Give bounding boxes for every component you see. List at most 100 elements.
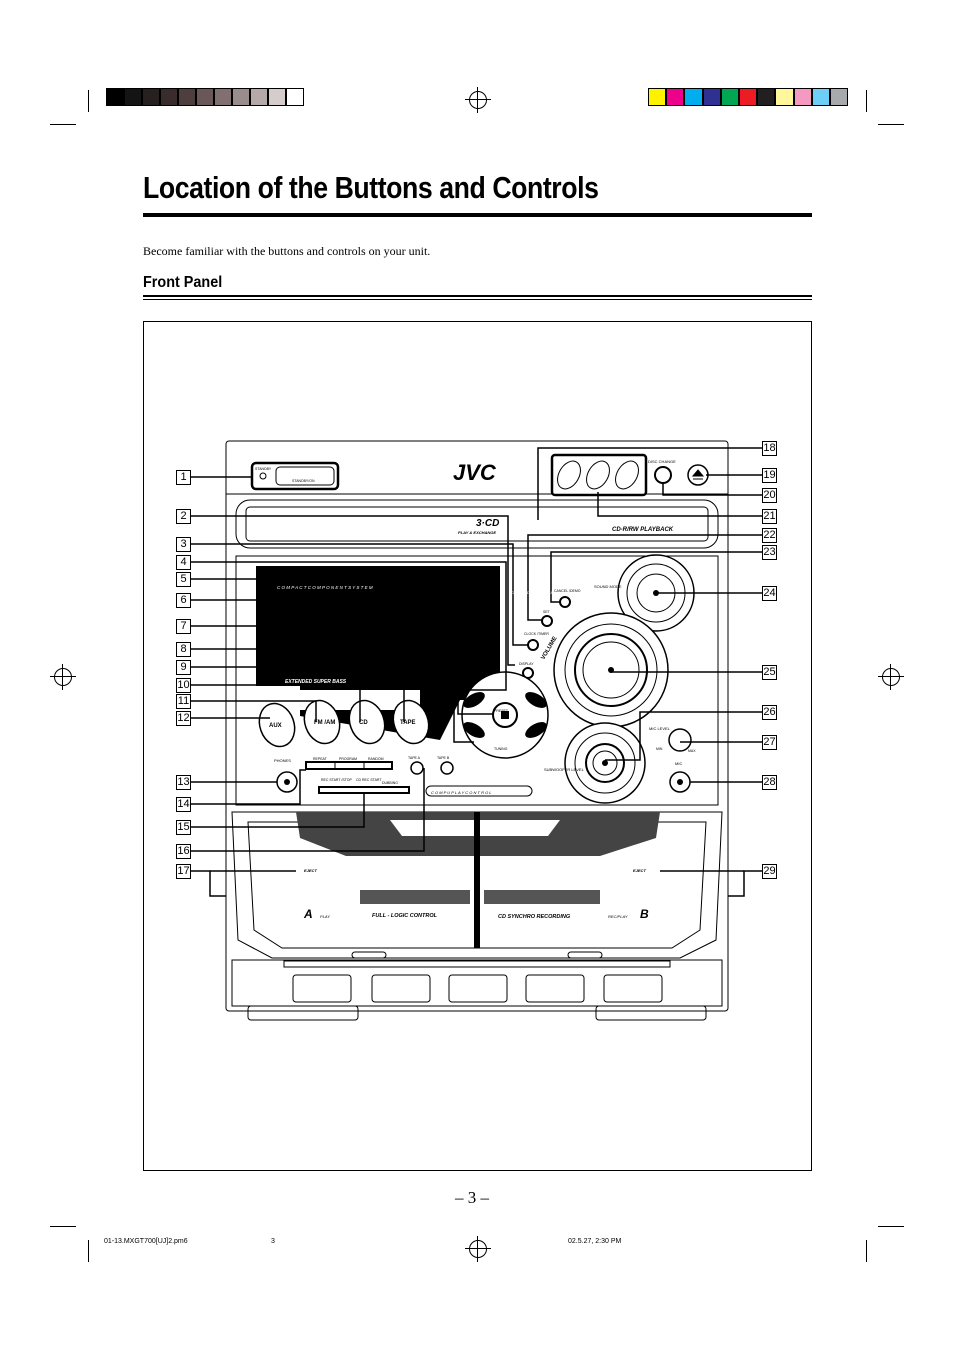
deck-a-play-label: PLAY	[320, 914, 330, 919]
crop-mark	[878, 124, 904, 125]
cabinet-outline	[225, 440, 729, 1012]
program-label: PROGRAM	[339, 757, 357, 761]
tape-b-button	[440, 761, 454, 775]
registration-mark	[465, 87, 491, 113]
display-label: DISPLAY	[519, 662, 534, 666]
clock-timer-label: CLOCK /TIMER	[524, 632, 549, 636]
callout-5: 5	[176, 572, 191, 587]
random-label: RANDOM	[368, 757, 384, 761]
stop-icon	[501, 711, 509, 719]
callout-7: 7	[176, 619, 191, 634]
rec-buttons	[318, 786, 410, 794]
disc-tray	[235, 499, 719, 549]
color-swatch	[830, 88, 849, 106]
callout-8: 8	[176, 642, 191, 657]
set-label: SET	[543, 610, 551, 614]
tuning-label: TUNING	[494, 747, 508, 751]
dubbing-label: DUBBING	[382, 781, 398, 785]
callout-10: 10	[176, 678, 191, 693]
callout-25: 25	[762, 665, 777, 680]
registration-mark	[50, 664, 76, 690]
tape-label: TAPE	[400, 720, 416, 726]
callout-11: 11	[176, 694, 191, 709]
color-swatch	[142, 88, 160, 106]
rec-start-stop-label: REC START /STOP	[321, 778, 353, 782]
cancel-demo-button	[559, 596, 571, 608]
color-swatch	[702, 88, 721, 106]
section-title: Front Panel	[143, 274, 223, 291]
crop-mark	[50, 124, 76, 125]
color-swatch	[286, 88, 304, 106]
cancel-demo-label: CANCEL /DEMO	[554, 589, 581, 593]
preset-label: PRESET	[494, 709, 509, 713]
aux-label: AUX	[269, 723, 282, 729]
disc-2-button	[586, 460, 610, 490]
cdrw-label: CD-R/RW PLAYBACK	[612, 527, 674, 533]
phones-label: PHONES	[274, 758, 291, 763]
callout-18: 18	[762, 441, 777, 456]
compu-play-strip	[425, 785, 533, 797]
callout-15: 15	[176, 820, 191, 835]
color-swatch	[124, 88, 142, 106]
intro-text: Become familiar with the buttons and con…	[143, 244, 431, 258]
footer-file: 01-13.MXGT700[UJ]2.pm6	[104, 1238, 188, 1245]
standby-label: STANDBY	[255, 467, 272, 471]
crop-mark	[866, 90, 867, 112]
color-swatch	[793, 88, 812, 106]
disc-1-button	[557, 460, 581, 490]
eject-a-label: EJECT	[304, 868, 317, 873]
tape-b-label: TAPE B	[437, 756, 450, 760]
full-logic-label: FULL - LOGIC CONTROL	[372, 913, 438, 919]
callout-13: 13	[176, 775, 191, 790]
callout-19: 19	[762, 468, 777, 483]
callout-28: 28	[762, 775, 777, 790]
tape-a-button	[410, 761, 424, 775]
aux-button	[258, 702, 296, 748]
callout-14: 14	[176, 797, 191, 812]
page-title: Location of the Buttons and Controls	[143, 170, 599, 205]
leader-lines	[190, 447, 762, 897]
repeat-program-random-buttons	[305, 761, 393, 770]
callout-6: 6	[176, 593, 191, 608]
disc-3-button	[615, 460, 639, 490]
three-cd-logo: 3·CD	[476, 518, 499, 529]
cd-synchro-label: CD SYNCHRO RECORDING	[498, 914, 571, 920]
cd-rec-start-label: CD REC START	[356, 778, 382, 782]
color-swatch	[106, 88, 124, 106]
color-swatch	[811, 88, 830, 106]
disc-change-label: DISC CHANGE	[648, 459, 676, 464]
set-button	[541, 615, 553, 627]
tape-a-label: TAPE A	[408, 756, 421, 760]
min-label: MIN	[656, 747, 663, 751]
color-swatch	[739, 88, 758, 106]
control-panel	[235, 555, 719, 806]
color-swatch	[160, 88, 178, 106]
clock-timer-button	[527, 639, 539, 651]
subwoofer-label: SUBWOOFER LEVEL	[544, 767, 585, 772]
rewind-button	[463, 722, 485, 738]
crop-mark	[878, 1226, 904, 1227]
compu-play-label: C O M P U P L A Y C O N T R O L	[431, 790, 492, 795]
color-swatch	[684, 88, 703, 106]
mic-label: MIC	[675, 761, 682, 766]
color-swatch	[666, 88, 685, 106]
section-rule	[143, 295, 812, 297]
color-swatch	[214, 88, 232, 106]
crop-mark	[88, 90, 89, 112]
callout-16: 16	[176, 844, 191, 859]
cassette-decks	[231, 811, 723, 959]
crop-mark	[50, 1226, 76, 1227]
color-swatch	[250, 88, 268, 106]
footer-date: 02.5.27, 2:30 PM	[568, 1238, 622, 1245]
base-strip	[283, 960, 671, 968]
color-swatch	[648, 88, 667, 106]
disc-change-button	[654, 466, 672, 484]
brand-logo: JVC	[453, 460, 497, 485]
eject-icon	[691, 469, 705, 480]
standby-on-label: STANDBY/ON	[292, 479, 315, 483]
fast-forward-button	[525, 722, 547, 738]
deck-a-label: A	[303, 907, 313, 921]
callout-3: 3	[176, 537, 191, 552]
registration-mark	[465, 1236, 491, 1262]
